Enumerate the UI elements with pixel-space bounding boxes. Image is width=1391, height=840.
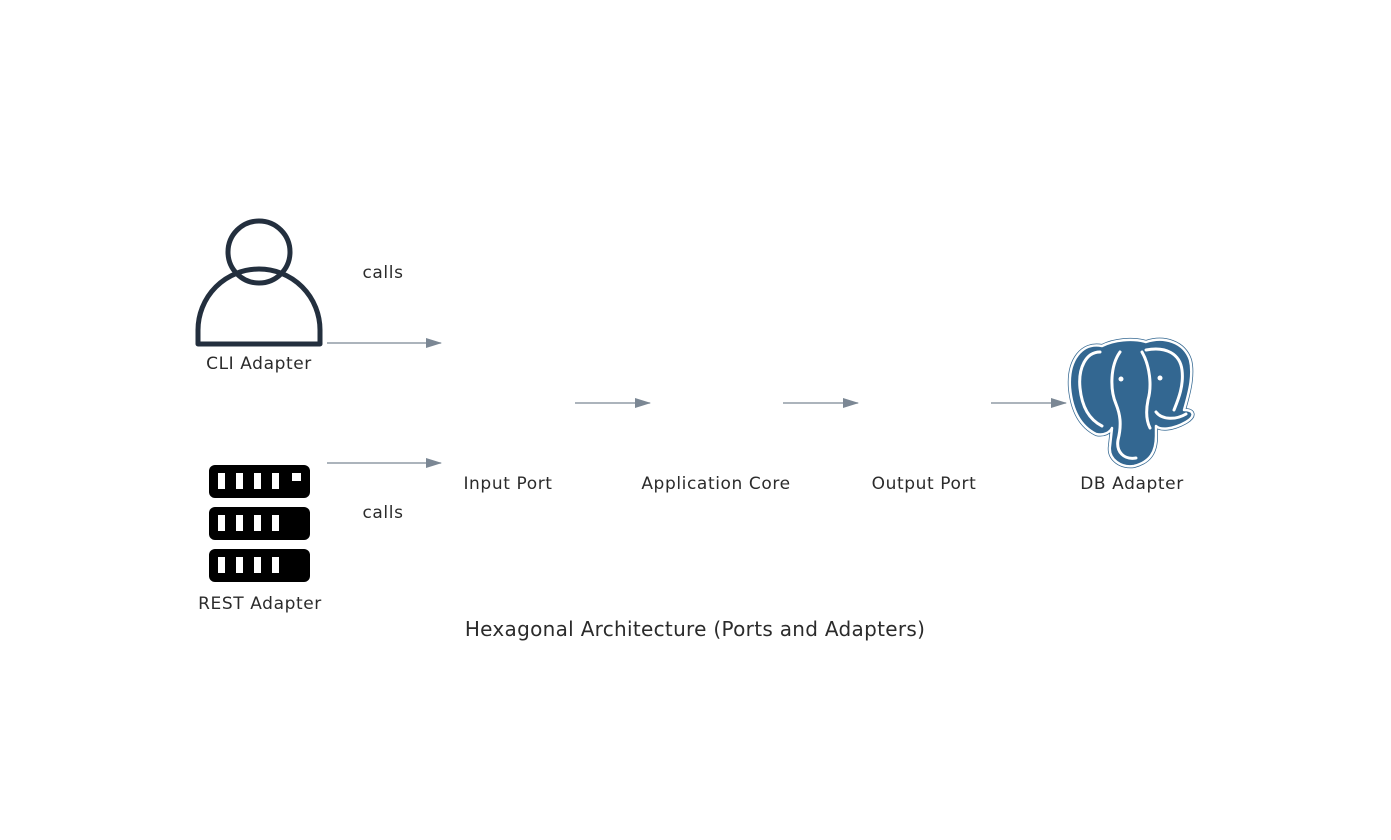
node-label-db-adapter: DB Adapter (1080, 474, 1184, 494)
node-label-input-port: Input Port (463, 474, 553, 494)
postgresql-elephant-icon (1067, 337, 1195, 469)
edge-label-rest-calls: calls (362, 503, 404, 523)
edge-label-cli-calls: calls (362, 263, 404, 283)
node-label-cli-adapter: CLI Adapter (206, 354, 312, 374)
node-label-rest-adapter: REST Adapter (198, 594, 322, 614)
node-label-application-core: Application Core (641, 474, 791, 494)
server-icon (209, 465, 310, 582)
user-icon (195, 218, 323, 347)
node-label-output-port: Output Port (871, 474, 977, 494)
diagram-title: Hexagonal Architecture (Ports and Adapte… (464, 617, 926, 641)
